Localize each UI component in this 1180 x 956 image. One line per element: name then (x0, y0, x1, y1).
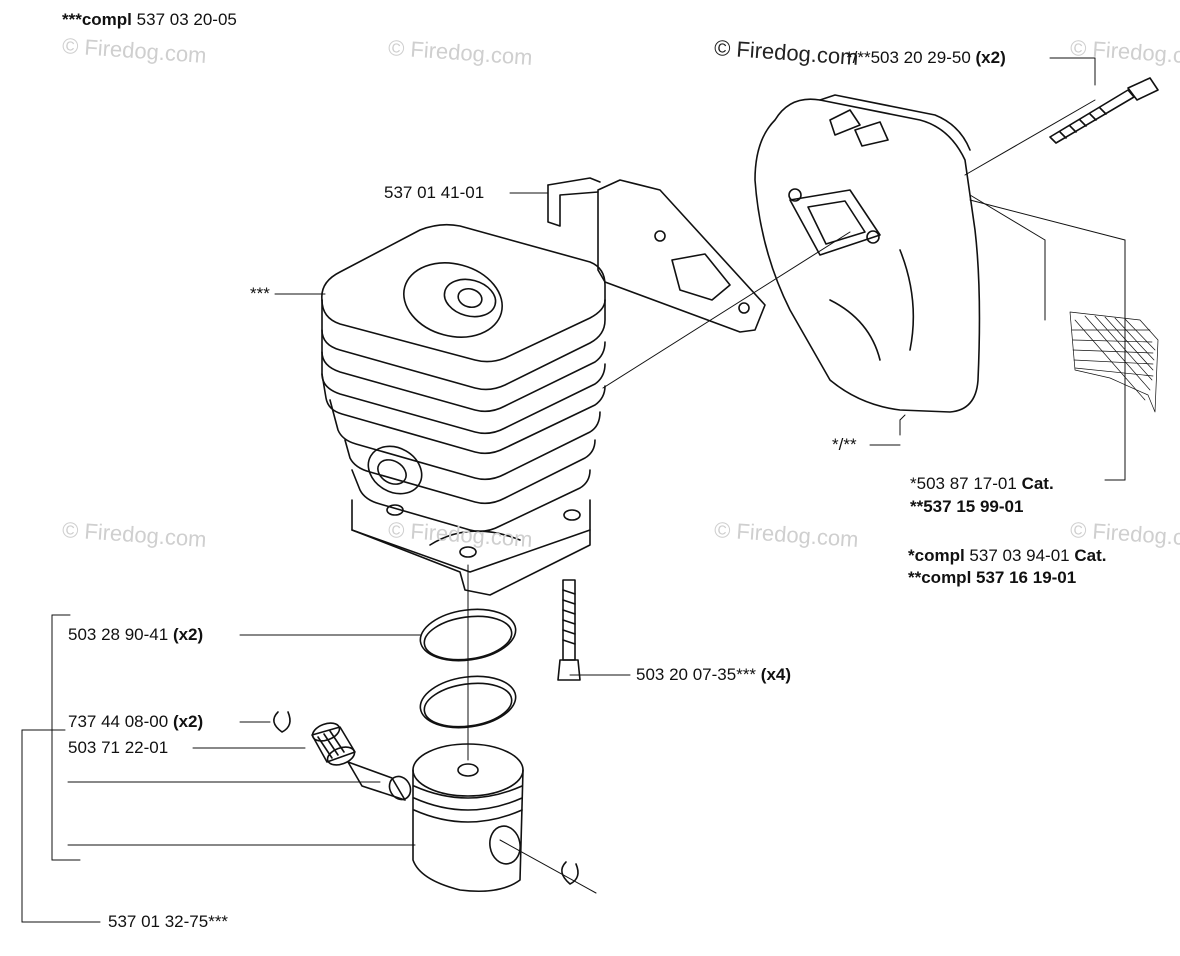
label-qty: (x2) (172, 625, 204, 644)
label-code: 503 71 22-01 (68, 738, 169, 757)
label-code: *503 87 17-01 (910, 474, 1017, 493)
needle-bearing-drawing (311, 722, 356, 766)
long-bolt-drawing (1049, 77, 1159, 144)
gasket-drawing (547, 177, 766, 333)
label-code: 737 44 08-00 (68, 712, 169, 731)
label-gasket[interactable]: 537 01 41-01 (384, 183, 484, 203)
label-suffix: Cat. (1074, 546, 1107, 565)
base-screw-drawing (557, 579, 581, 681)
label-code: 537 03 94-01 (969, 546, 1070, 565)
label-code: *** (250, 284, 270, 303)
muffler-drawing (754, 94, 981, 413)
spark-screen-drawing (1069, 311, 1159, 413)
label-code: **537 15 99-01 (910, 497, 1024, 516)
label-code: **compl 537 16 19-01 (908, 568, 1077, 587)
label-screw-top[interactable]: */**503 20 29-50 (x2) (846, 48, 1006, 68)
leader-lines (21, 57, 1126, 923)
label-piston[interactable]: 537 01 32-75*** (108, 912, 228, 932)
label-qty: (x2) (172, 712, 204, 731)
label-circlip[interactable]: 737 44 08-00 (x2) (68, 712, 203, 732)
label-rings[interactable]: 503 28 90-41 (x2) (68, 625, 203, 645)
label-compl-1[interactable]: *compl 537 03 94-01 Cat. (908, 546, 1106, 566)
assembly-title-code: 537 03 20-05 (136, 10, 237, 29)
label-prefix: *compl (908, 546, 965, 565)
cylinder-drawing (321, 223, 606, 596)
piston-drawing (412, 743, 524, 893)
label-code: */** (832, 435, 857, 454)
label-qty: (x4) (760, 665, 792, 684)
assembly-title-prefix: ***compl (62, 10, 132, 29)
piston-rings-drawing (419, 608, 517, 729)
label-suffix: Cat. (1021, 474, 1054, 493)
label-code: 537 01 41-01 (384, 183, 485, 202)
label-screen-1[interactable]: *503 87 17-01 Cat. (910, 474, 1054, 494)
piston-pin-drawing (347, 761, 412, 801)
label-code: 503 28 90-41 (68, 625, 169, 644)
label-code: 537 01 32-75*** (108, 912, 229, 931)
label-cylinder[interactable]: *** (250, 284, 270, 304)
label-screw-base[interactable]: 503 20 07-35*** (x4) (636, 665, 791, 685)
circlips-drawing (273, 711, 579, 885)
label-code: */**503 20 29-50 (846, 48, 971, 67)
label-code: 503 20 07-35*** (636, 665, 757, 684)
label-qty: (x2) (975, 48, 1006, 67)
label-bearing[interactable]: 503 71 22-01 (68, 738, 168, 758)
assembly-title: ***compl 537 03 20-05 (62, 10, 237, 30)
label-compl-2[interactable]: **compl 537 16 19-01 (908, 568, 1076, 588)
label-screen-2[interactable]: **537 15 99-01 (910, 497, 1023, 517)
label-muffler[interactable]: */** (832, 435, 857, 455)
